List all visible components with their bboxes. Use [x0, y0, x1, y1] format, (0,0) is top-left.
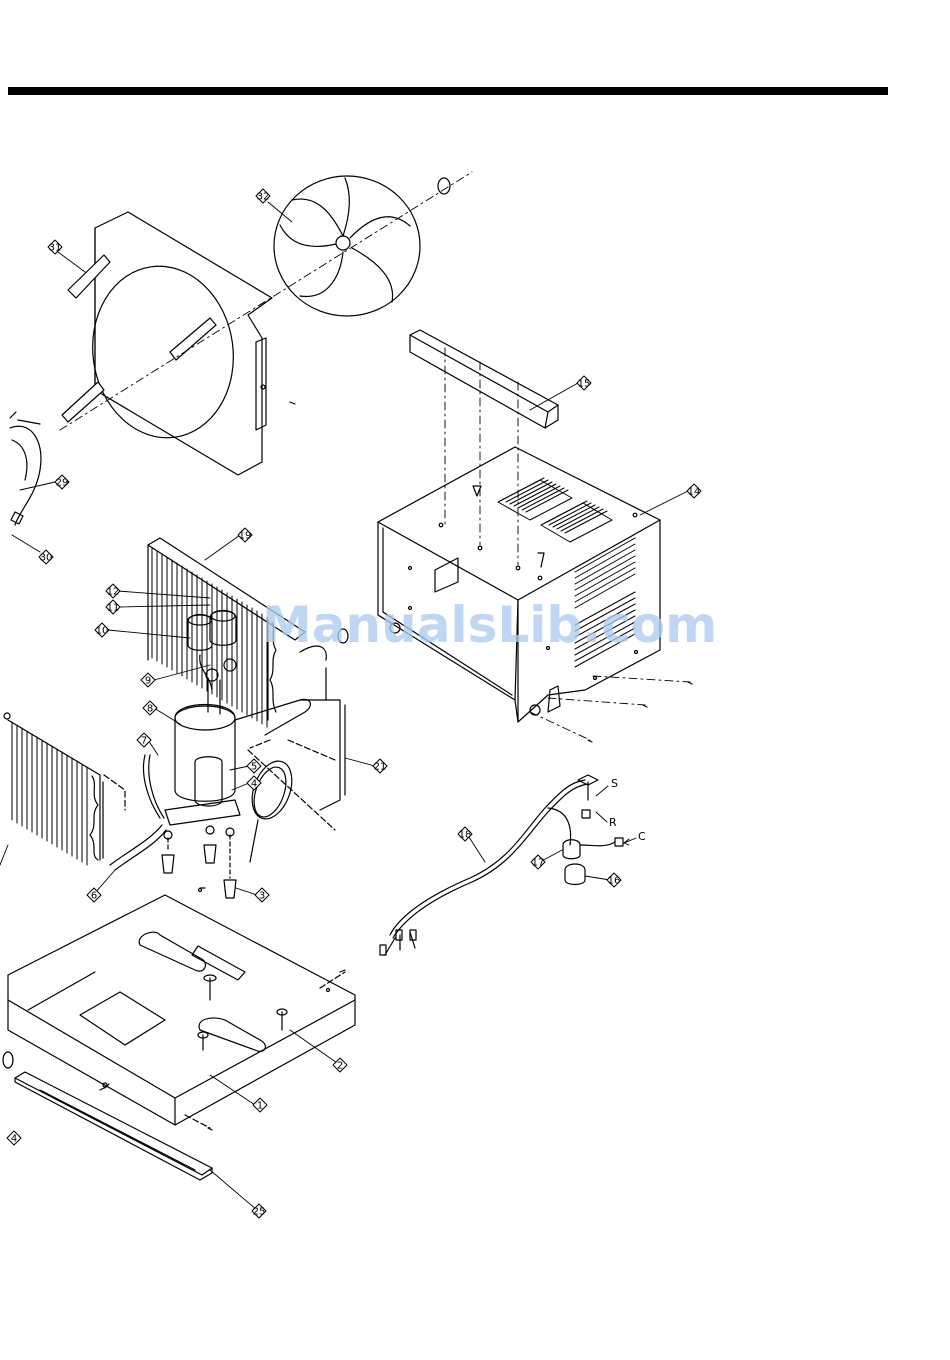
svg-text:4: 4 — [251, 779, 257, 790]
callout-10: 10 — [95, 623, 109, 637]
svg-text:5: 5 — [251, 762, 257, 773]
callout-6: 6 — [87, 888, 101, 902]
motor-harness — [10, 412, 41, 525]
svg-text:11: 11 — [107, 603, 120, 614]
svg-text:30: 30 — [40, 553, 53, 564]
compressor — [143, 678, 240, 898]
svg-text:10: 10 — [96, 626, 109, 637]
callout-1: 1 — [253, 1098, 267, 1112]
callout-11: 11 — [106, 600, 120, 614]
wire-label-s: S — [611, 777, 618, 790]
fan-blade — [274, 176, 420, 316]
svg-text:7: 7 — [141, 736, 147, 747]
callout-8: 8 — [143, 701, 157, 715]
svg-text:3: 3 — [259, 891, 265, 902]
svg-text:1: 1 — [257, 1101, 263, 1112]
svg-text:21: 21 — [374, 762, 387, 773]
callout-2: 2 — [333, 1058, 347, 1072]
svg-text:16: 16 — [608, 876, 621, 887]
svg-text:4: 4 — [11, 1134, 17, 1145]
svg-text:19: 19 — [239, 531, 252, 542]
cabinet — [378, 447, 692, 742]
callout-30: 30 — [39, 550, 53, 564]
refrigerant-tubes — [104, 699, 345, 870]
fan-nut — [438, 178, 450, 194]
svg-text:6: 6 — [91, 891, 97, 902]
svg-text:29: 29 — [56, 478, 69, 489]
callout-17: 17 — [531, 855, 545, 869]
svg-text:9: 9 — [145, 676, 151, 687]
bottom-rail — [15, 1072, 212, 1180]
svg-text:31: 31 — [49, 243, 62, 254]
callout-9: 9 — [141, 673, 155, 687]
callout-14: 14 — [687, 484, 701, 498]
svg-text:18: 18 — [459, 830, 472, 841]
svg-text:25: 25 — [253, 1207, 266, 1218]
callout-25: 25 — [252, 1204, 266, 1218]
power-cord — [380, 775, 623, 955]
callout-4: 4 — [7, 1131, 21, 1145]
wire-label-r: R — [609, 816, 617, 829]
base-pan — [3, 888, 355, 1130]
callout-16: 16 — [607, 873, 621, 887]
top-bracket — [410, 330, 558, 565]
svg-text:12: 12 — [107, 587, 120, 598]
callout-29: 29 — [55, 475, 69, 489]
condenser-coil — [148, 538, 348, 727]
callout-3: 3 — [255, 888, 269, 902]
svg-text:32: 32 — [257, 192, 270, 203]
callout-5: 5 — [247, 759, 261, 773]
callout-32: 32 — [256, 189, 270, 203]
svg-text:14: 14 — [688, 487, 701, 498]
svg-text:15: 15 — [578, 379, 591, 390]
fan-shroud — [62, 212, 295, 475]
callout-15: 15 — [577, 376, 591, 390]
callout-4-mount: 4 — [247, 776, 261, 790]
callout-18: 18 — [458, 827, 472, 841]
callout-31: 31 — [48, 240, 62, 254]
callout-12: 12 — [106, 584, 120, 598]
wire-label-c: C — [638, 830, 646, 843]
svg-text:17: 17 — [532, 858, 545, 869]
callout-7: 7 — [137, 733, 151, 747]
svg-text:8: 8 — [147, 704, 153, 715]
callout-21: 21 — [373, 759, 387, 773]
svg-text:2: 2 — [337, 1061, 343, 1072]
callout-19: 19 — [238, 528, 252, 542]
evaporator-coil — [4, 713, 103, 865]
